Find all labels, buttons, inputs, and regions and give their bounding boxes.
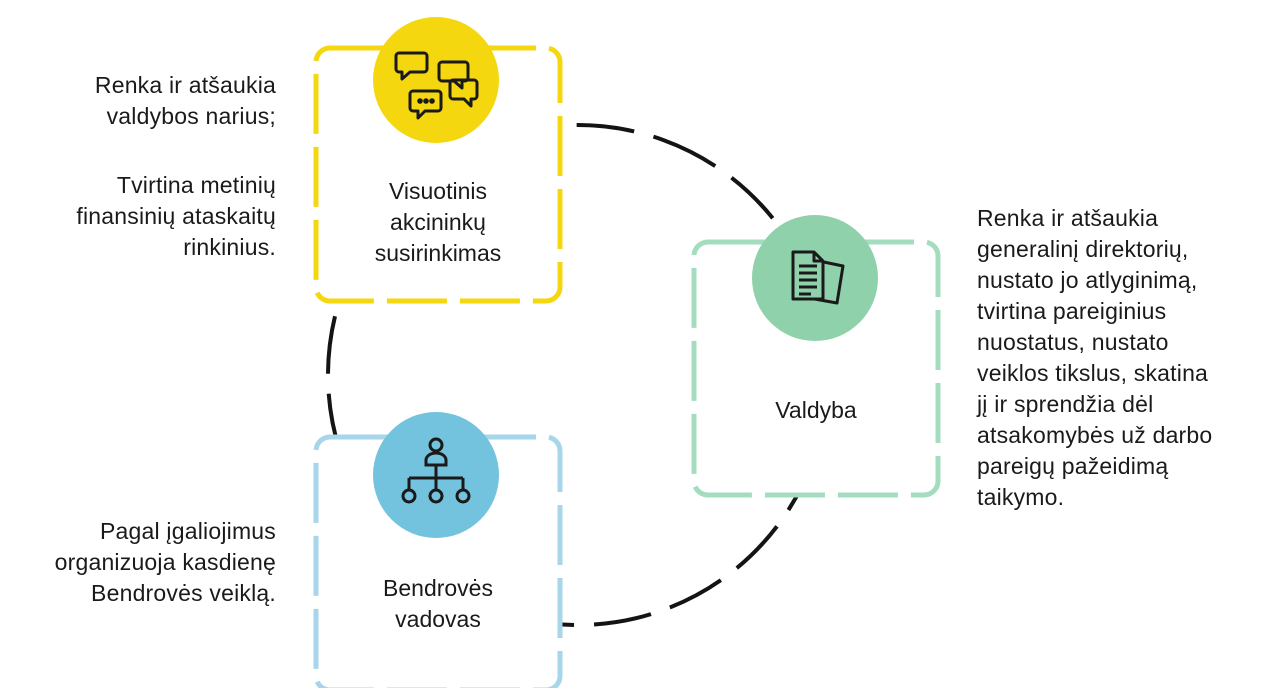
speech-bubbles-icon bbox=[394, 51, 479, 120]
meeting-note-elects-board: Renka ir atšaukia valdybos narius; bbox=[94, 72, 276, 129]
meeting-icon-badge bbox=[373, 17, 499, 143]
ceo-note-daily-operations: Pagal įgaliojimus organizuoja kasdienę B… bbox=[54, 518, 276, 606]
org-chart-icon bbox=[401, 437, 471, 504]
ceo-title: Bendrovės vadovas bbox=[383, 575, 493, 632]
board-title: Valdyba bbox=[775, 397, 857, 423]
meeting-title: Visuotinis akcininkų susirinkimas bbox=[374, 178, 502, 266]
board-note-responsibilities: Renka ir atšaukia generalinį direktorių,… bbox=[977, 205, 1213, 510]
board-icon-badge bbox=[752, 215, 878, 341]
ceo-icon-badge bbox=[373, 412, 499, 538]
documents-icon bbox=[791, 250, 845, 305]
meeting-note-approves-statements: Tvirtina metinių finansinių ataskaitų ri… bbox=[76, 172, 276, 260]
